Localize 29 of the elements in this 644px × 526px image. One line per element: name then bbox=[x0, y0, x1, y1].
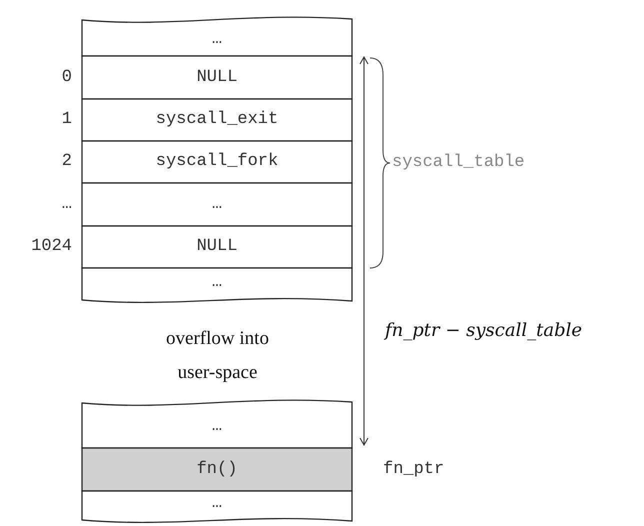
formula: fn_ptr − syscall_table bbox=[385, 320, 582, 341]
cell-text: … bbox=[210, 30, 224, 50]
cell-text: … bbox=[210, 494, 224, 514]
cell-text: syscall_fork bbox=[154, 152, 280, 172]
row-index: 0 bbox=[62, 68, 72, 88]
cell-text: NULL bbox=[196, 68, 238, 88]
note: overflow into user-space bbox=[165, 327, 270, 385]
memory-cell bbox=[82, 56, 352, 99]
memory-cell bbox=[82, 398, 352, 448]
memory-cell bbox=[82, 15, 352, 56]
memory-cell bbox=[82, 491, 352, 525]
cell-text: … bbox=[210, 417, 224, 437]
table-name: syscall_table bbox=[392, 153, 525, 172]
cell-text: … bbox=[210, 194, 224, 214]
memory-cell bbox=[82, 268, 352, 305]
cell-text: … bbox=[210, 272, 224, 292]
cell-text: syscall_exit bbox=[154, 110, 280, 130]
row-index: 2 bbox=[62, 152, 72, 172]
memory-cell bbox=[82, 448, 352, 491]
row-index: … bbox=[62, 194, 72, 214]
cell-text: NULL bbox=[196, 237, 238, 257]
cell-text: fn() bbox=[196, 460, 238, 480]
memory-cell bbox=[82, 141, 352, 183]
row-index: 1024 bbox=[31, 237, 72, 257]
memory-cell bbox=[82, 183, 352, 226]
pointer-name: fn_ptr bbox=[383, 460, 444, 480]
row-index: 1 bbox=[62, 110, 72, 130]
memory-cell bbox=[82, 99, 352, 141]
memory-cell bbox=[82, 226, 352, 268]
